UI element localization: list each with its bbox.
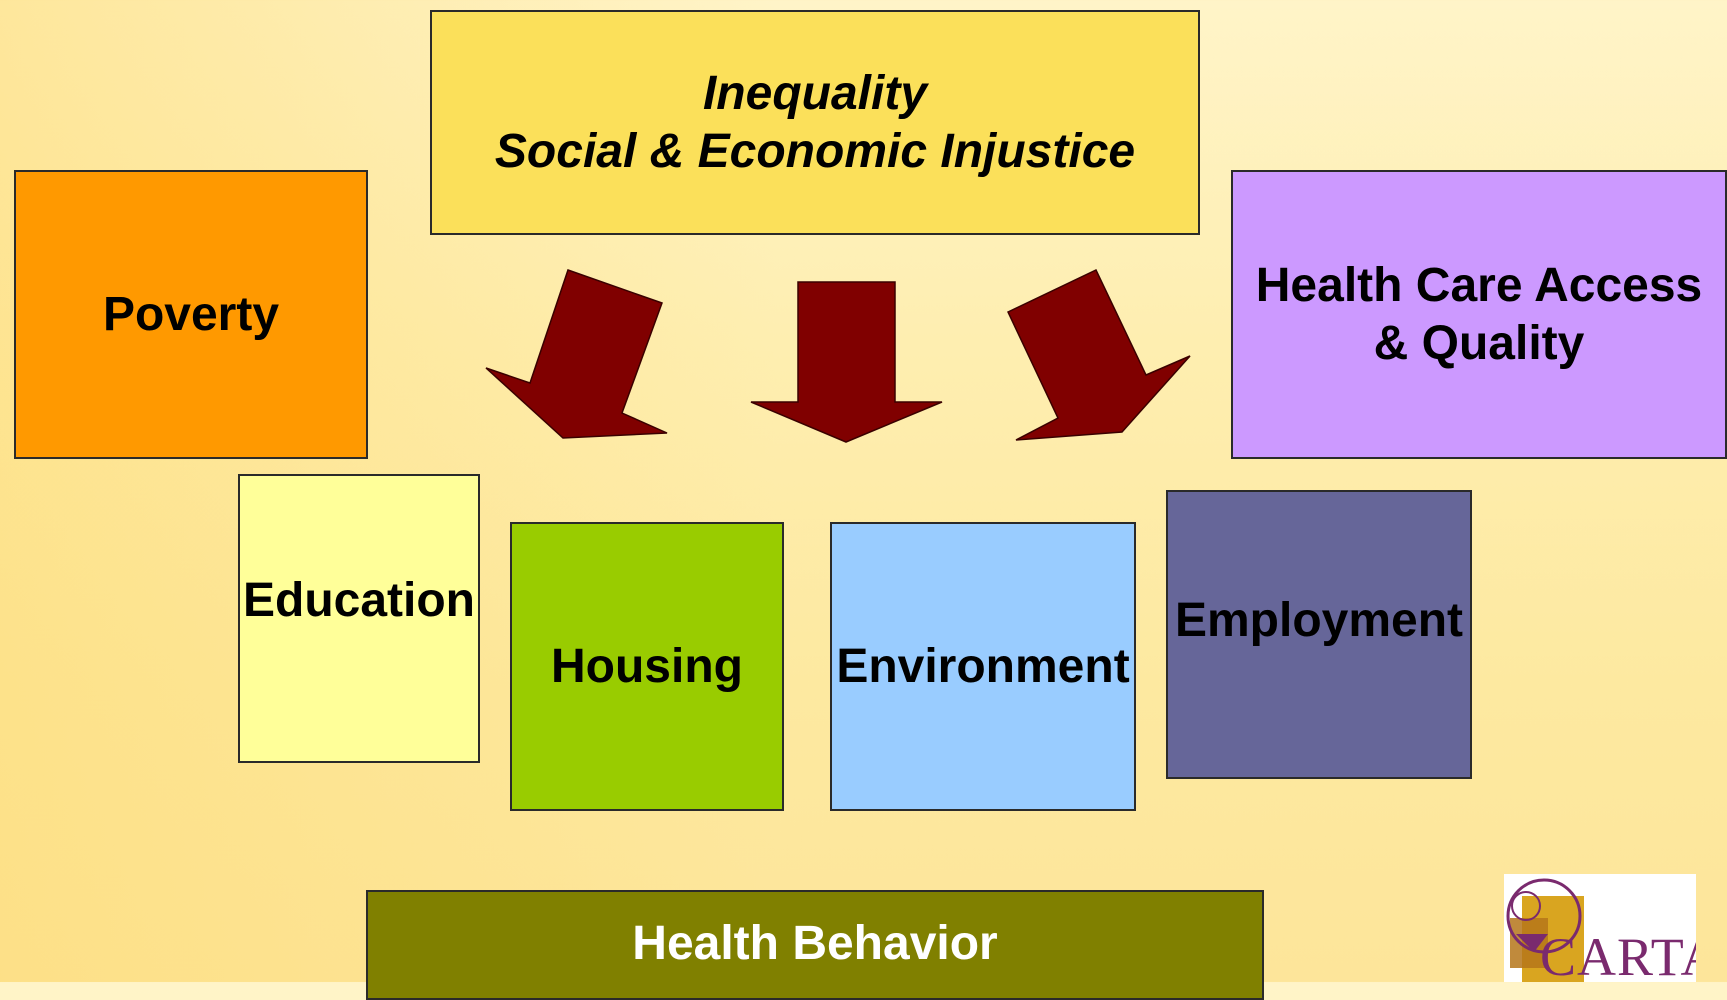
housing-box: Housing (510, 522, 784, 811)
health-care-access-box: Health Care Access & Quality (1231, 170, 1727, 459)
health-care-access-line2: & Quality (1373, 316, 1585, 370)
health-behavior-label: Health Behavior (632, 917, 998, 970)
employment-box: Employment (1166, 490, 1472, 779)
environment-box: Environment (830, 522, 1136, 811)
poverty-label: Poverty (102, 288, 280, 341)
down-arrow-icon (1007, 268, 1191, 441)
down-arrow-icon (485, 269, 668, 439)
carta-logo-text: CARTA (1540, 927, 1696, 982)
inequality-box: Inequality Social & Economic Injustice (430, 10, 1200, 235)
poverty-box: Poverty (14, 170, 368, 459)
environment-label: Environment (836, 640, 1130, 693)
injustice-subtitle: Social & Economic Injustice (494, 124, 1136, 178)
down-arrow-icon (750, 281, 943, 443)
housing-label: Housing (551, 640, 743, 693)
carta-logo-mark (1506, 878, 1584, 982)
carta-logo: CARTA (1504, 874, 1696, 982)
education-box: Education (238, 474, 480, 763)
inequality-title: Inequality (702, 66, 928, 120)
health-care-access-line1: Health Care Access (1255, 258, 1703, 312)
education-label: Education (242, 574, 475, 627)
employment-label: Employment (1174, 594, 1464, 647)
health-behavior-box: Health Behavior (366, 890, 1264, 1000)
